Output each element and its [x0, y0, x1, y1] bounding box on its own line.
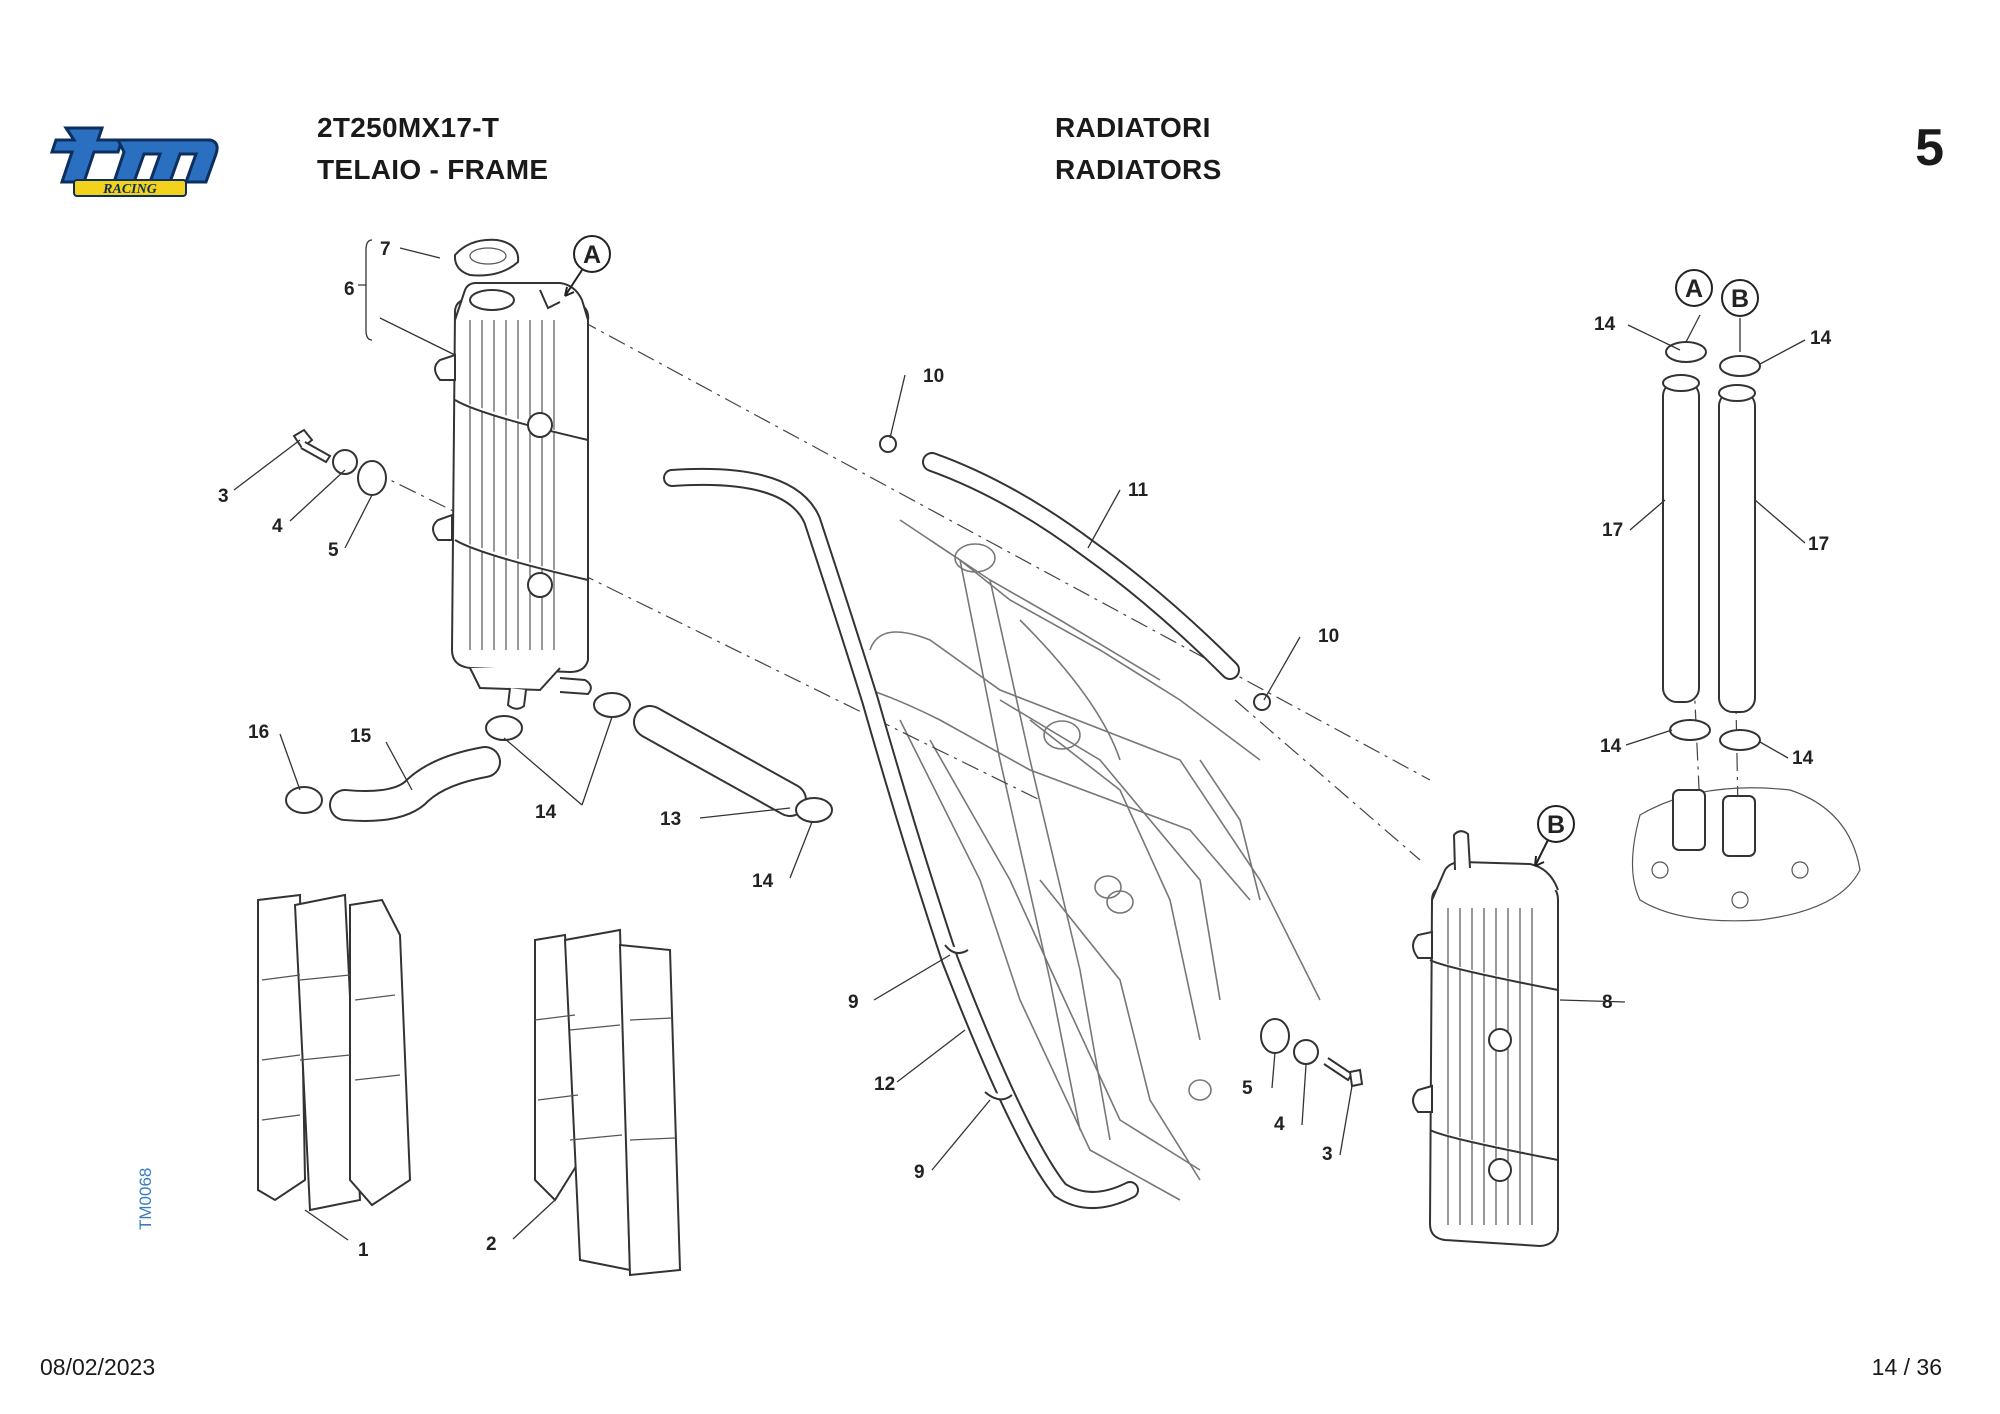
- radiator-louver-1: [257, 893, 412, 1212]
- label-5-left: 5: [328, 540, 339, 561]
- model-code: 2T250MX17-T: [317, 112, 500, 143]
- label-3-left: 3: [218, 486, 229, 507]
- mount-hardware-left: [292, 428, 387, 496]
- tm-racing-logo: RACING: [49, 126, 219, 197]
- label-15: 15: [350, 726, 372, 747]
- label-14-hose-tl: 14: [1594, 314, 1616, 335]
- label-14-hose-tr: 14: [1810, 328, 1832, 349]
- reference-A-left: A: [564, 235, 611, 297]
- svg-text:B: B: [1731, 285, 1749, 313]
- label-4-right: 4: [1274, 1114, 1285, 1135]
- radiator-cap: [453, 238, 520, 277]
- right-radiator: [1412, 830, 1559, 1248]
- label-13: 13: [660, 809, 681, 830]
- hose-17-right: [1718, 384, 1756, 713]
- label-5-right: 5: [1242, 1078, 1253, 1099]
- label-9-upper: 9: [848, 992, 859, 1013]
- hose-11: [922, 452, 1240, 680]
- svg-text:B: B: [1547, 811, 1565, 839]
- hose-17-left: [1662, 374, 1700, 703]
- svg-text:RACING: RACING: [102, 182, 157, 197]
- reference-A-hose: A: [1675, 269, 1713, 307]
- table-number: 5: [1915, 119, 1944, 177]
- reference-B-hose: B: [1721, 279, 1759, 317]
- label-4-left: 4: [272, 516, 283, 537]
- label-11: 11: [1128, 480, 1149, 501]
- hose-15: [329, 746, 501, 822]
- tm-letters: [49, 126, 219, 184]
- svg-text:A: A: [583, 241, 601, 269]
- label-10-right: 10: [1318, 626, 1339, 647]
- mount-hardware-right: [1260, 1018, 1364, 1088]
- left-radiator: [432, 282, 592, 710]
- label-17-right: 17: [1808, 534, 1829, 555]
- label-6: 6: [344, 279, 355, 300]
- label-14-hose-br: 14: [1792, 748, 1814, 769]
- page-title-english: RADIATORS: [1055, 154, 1222, 185]
- cylinder-head: [1631, 787, 1861, 922]
- hose-9-12: [663, 467, 1139, 1209]
- section-title: TELAIO - FRAME: [317, 154, 549, 185]
- radiator-louver-2: [534, 928, 682, 1277]
- racing-badge: RACING: [73, 179, 187, 197]
- label-10-top: 10: [923, 366, 944, 387]
- label-3-right: 3: [1322, 1144, 1333, 1165]
- label-1: 1: [358, 1240, 369, 1261]
- label-14-b: 14: [752, 871, 774, 892]
- label-9-lower: 9: [914, 1162, 925, 1183]
- label-16: 16: [248, 722, 269, 743]
- label-14-hose-bl: 14: [1600, 736, 1622, 757]
- label-12: 12: [874, 1074, 895, 1095]
- svg-text:A: A: [1685, 275, 1703, 303]
- label-7: 7: [380, 239, 391, 260]
- frame-outline: [869, 519, 1321, 1201]
- drawing-code: TM0068: [136, 1167, 155, 1230]
- label-8: 8: [1602, 992, 1613, 1013]
- part-labels: 7 6 3 4 5 16 15 14 13 14 10 11 10 8 9 12…: [218, 239, 1832, 1261]
- print-date: 08/02/2023: [40, 1354, 156, 1380]
- label-2: 2: [486, 1234, 497, 1255]
- leader-lines: [233, 239, 1806, 1241]
- reference-B-right: B: [1534, 805, 1575, 867]
- page-title-italian: RADIATORI: [1055, 112, 1211, 143]
- hose-13: [633, 705, 807, 817]
- label-17-left: 17: [1602, 520, 1623, 541]
- label-14-a: 14: [535, 802, 557, 823]
- page-counter: 14 / 36: [1871, 1354, 1942, 1380]
